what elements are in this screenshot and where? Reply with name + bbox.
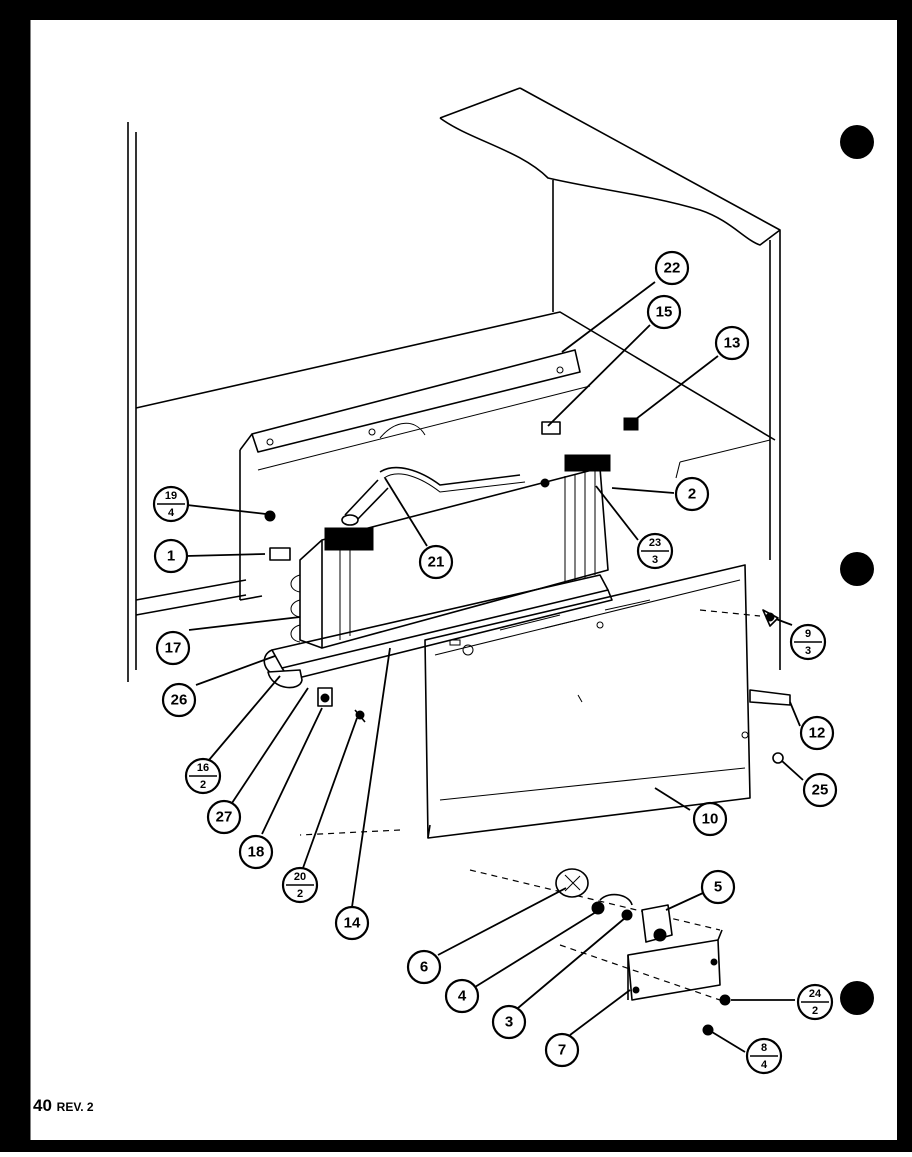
callout-7: 7 bbox=[544, 1032, 580, 1068]
binder-hole bbox=[840, 125, 874, 159]
callout-20-den: 2 bbox=[297, 888, 303, 900]
callout-5: 5 bbox=[700, 869, 736, 905]
callout-19-num: 19 bbox=[165, 490, 177, 502]
leader-lines bbox=[185, 281, 804, 1053]
callout-22-label: 22 bbox=[664, 260, 681, 277]
callout-17: 17 bbox=[155, 630, 191, 666]
page-revision: REV. 2 bbox=[56, 1100, 94, 1114]
callout-25-label: 25 bbox=[812, 782, 829, 799]
callout-9-num: 9 bbox=[805, 628, 811, 640]
callout-5-label: 5 bbox=[714, 879, 722, 896]
callout-4-label: 4 bbox=[458, 988, 467, 1005]
callout-18-label: 18 bbox=[248, 844, 265, 861]
callout-3-label: 3 bbox=[505, 1014, 513, 1031]
evaporator-cover-bracket bbox=[239, 349, 591, 601]
callout-15-label: 15 bbox=[656, 304, 673, 321]
callout-10: 10 bbox=[692, 801, 728, 837]
callout-24: 24 2 bbox=[796, 983, 834, 1021]
callout-7-label: 7 bbox=[558, 1042, 566, 1059]
callout-20: 20 2 bbox=[281, 866, 319, 904]
callout-24-num: 24 bbox=[809, 988, 822, 1000]
callout-21-label: 21 bbox=[428, 554, 445, 571]
binder-hole bbox=[840, 981, 874, 1015]
callout-18: 18 bbox=[238, 834, 274, 870]
callout-26: 26 bbox=[161, 682, 197, 718]
callout-19-den: 4 bbox=[168, 507, 175, 519]
callout-6-label: 6 bbox=[420, 959, 428, 976]
callout-16-num: 16 bbox=[197, 762, 209, 774]
page-number-label: 40 REV. 2 bbox=[33, 1096, 94, 1116]
callout-2-label: 2 bbox=[688, 486, 696, 503]
callout-17-label: 17 bbox=[165, 640, 182, 657]
callout-10-label: 10 bbox=[702, 811, 719, 828]
binder-hole bbox=[840, 552, 874, 586]
callout-25: 25 bbox=[802, 772, 838, 808]
callout-12: 12 bbox=[799, 715, 835, 751]
callout-13-label: 13 bbox=[724, 335, 741, 352]
callout-9: 9 3 bbox=[789, 623, 827, 661]
drain-trough bbox=[263, 574, 613, 689]
callout-27: 27 bbox=[206, 799, 242, 835]
callout-4: 4 bbox=[444, 978, 480, 1014]
callout-3: 3 bbox=[491, 1004, 527, 1040]
callout-13: 13 bbox=[714, 325, 750, 361]
callout-16: 16 2 bbox=[184, 757, 222, 795]
callout-15: 15 bbox=[646, 294, 682, 330]
callout-8-den: 4 bbox=[761, 1059, 768, 1071]
callout-1-label: 1 bbox=[167, 548, 175, 565]
page-number: 40 bbox=[33, 1096, 52, 1115]
callout-22: 22 bbox=[654, 250, 690, 286]
callout-16-den: 2 bbox=[200, 779, 206, 791]
hardware-clips bbox=[699, 609, 791, 764]
callout-24-den: 2 bbox=[812, 1005, 818, 1017]
evaporator-coil bbox=[269, 454, 611, 649]
callout-8-num: 8 bbox=[761, 1042, 767, 1054]
callout-1: 1 bbox=[153, 538, 189, 574]
cabinet-outline bbox=[127, 87, 781, 682]
callout-9-den: 3 bbox=[805, 645, 811, 657]
callout-23-den: 3 bbox=[652, 554, 658, 566]
callout-19: 19 4 bbox=[152, 485, 190, 523]
callout-26-label: 26 bbox=[171, 692, 188, 709]
callout-6: 6 bbox=[406, 949, 442, 985]
callout-14: 14 bbox=[334, 905, 370, 941]
defrost-tube bbox=[341, 466, 526, 526]
callout-27-label: 27 bbox=[216, 809, 233, 826]
callout-8: 8 4 bbox=[745, 1037, 783, 1075]
callout-2: 2 bbox=[674, 476, 710, 512]
callout-23-num: 23 bbox=[649, 537, 661, 549]
callout-21: 21 bbox=[418, 544, 454, 580]
evaporator-cover bbox=[299, 564, 751, 839]
callout-20-num: 20 bbox=[294, 871, 306, 883]
callout-23: 23 3 bbox=[636, 532, 674, 570]
callout-12-label: 12 bbox=[809, 725, 826, 742]
callout-14-label: 14 bbox=[344, 915, 361, 932]
binder-holes bbox=[840, 125, 874, 1015]
